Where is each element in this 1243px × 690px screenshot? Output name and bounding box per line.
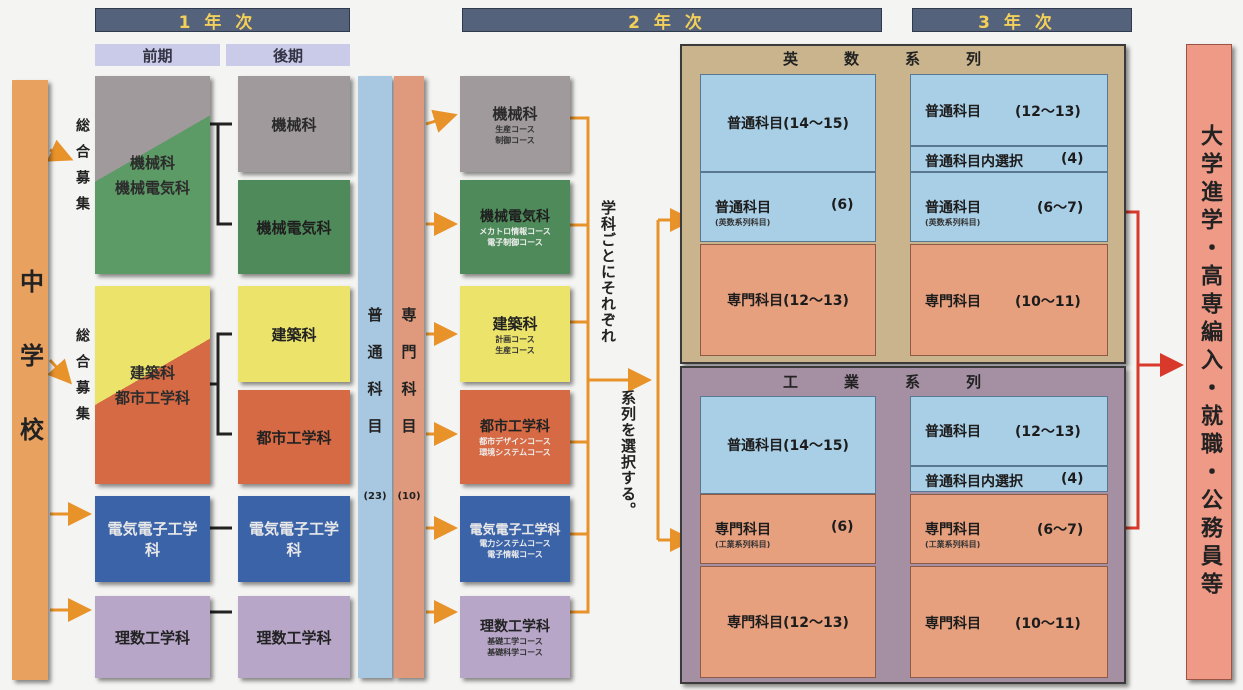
kogyo-y3-general: 普通科目 (12～13) — [910, 396, 1108, 466]
arch-group-box: 建築科 都市工学科 — [95, 286, 210, 484]
special-subject-count: (10) — [397, 490, 421, 502]
civil-box-second: 都市工学科 — [238, 390, 350, 484]
mech-box-second: 機械科 — [238, 76, 350, 172]
term-first-header: 前期 — [95, 44, 220, 66]
choose-text-col1: 学科ごとにそれぞれ — [599, 200, 617, 344]
general-recruit-label-2: 総合募集 — [74, 328, 90, 432]
mech-elec-box-second: 機械電気科 — [238, 180, 350, 274]
y2-dept-elec: 電気電子工学科 電力システムコース電子情報コース — [460, 496, 570, 582]
eisu-y3-elective: 普通科目内選択 (4) — [910, 146, 1108, 172]
y2-dept-mech-elec: 機械電気科 メカトロ情報コース電子制御コース — [460, 180, 570, 274]
outcome-label: 大学進学・高専編入・就職・公務員等 — [1197, 124, 1222, 600]
term-second-header: 後期 — [226, 44, 350, 66]
mech-group-box: 機械科 機械電気科 — [95, 76, 210, 274]
choose-text-col2: 系列を選択する。 — [619, 390, 637, 518]
arch-group-line2: 都市工学科 — [114, 389, 190, 407]
y2-dept-mech: 機械科 生産コース制御コース — [460, 76, 570, 172]
mech-group-line2: 機械電気科 — [114, 179, 190, 197]
general-subject-count: (23) — [363, 490, 387, 502]
special-subject-column: 専門科目 (10) — [394, 76, 424, 678]
y2-dept-civil: 都市工学科 都市デザインコース環境システムコース — [460, 390, 570, 484]
arch-group-line1: 建築科 — [129, 364, 175, 382]
year1-header: 1年次 — [95, 8, 350, 33]
elec-box-second: 電気電子工学科 — [238, 496, 350, 582]
eisu-series-title: 英数系列 — [782, 49, 1027, 68]
general-subject-label: 普通科目 — [365, 307, 384, 455]
mech-group-line1: 機械科 — [129, 154, 175, 172]
special-subject-label: 専門科目 — [399, 307, 418, 455]
kogyo-y3-series-subject: 専門科目 (6～7) (工業系列科目) — [910, 494, 1108, 564]
eisu-y2-general: 普通科目(14～15) — [700, 74, 876, 172]
kogyo-y2-series-subject: 専門科目 (6) (工業系列科目) — [700, 494, 876, 564]
eisu-y2-series-subject: 普通科目 (6) (英数系列科目) — [700, 172, 876, 242]
arch-box-second: 建築科 — [238, 286, 350, 382]
junior-high-label: 中学校 — [15, 269, 44, 491]
eisu-y3-series-subject: 普通科目 (6～7) (英数系列科目) — [910, 172, 1108, 242]
outcome-bar: 大学進学・高専編入・就職・公務員等 — [1186, 44, 1232, 680]
junior-high-bar: 中学校 — [12, 80, 48, 680]
kogyo-y2-general: 普通科目(14～15) — [700, 396, 876, 494]
math-box-second: 理数工学科 — [238, 596, 350, 678]
eisu-y3-special: 専門科目 (10～11) — [910, 244, 1108, 356]
year3-header: 3年次 — [912, 8, 1132, 33]
year2-header: 2年次 — [462, 8, 882, 33]
general-subject-column: 普通科目 (23) — [358, 76, 392, 678]
y2-dept-math: 理数工学科 基礎工学コース基礎科学コース — [460, 596, 570, 678]
eisu-y2-special: 専門科目(12～13) — [700, 244, 876, 356]
y2-dept-arch: 建築科 計画コース生産コース — [460, 286, 570, 382]
kogyo-y3-elective: 普通科目内選択 (4) — [910, 466, 1108, 492]
kogyo-y3-special: 専門科目 (10～11) — [910, 566, 1108, 678]
elec-box-first: 電気電子工学科 — [95, 496, 210, 582]
math-box-first: 理数工学科 — [95, 596, 210, 678]
general-recruit-label-1: 総合募集 — [74, 118, 90, 222]
kogyo-y2-special: 専門科目(12～13) — [700, 566, 876, 678]
kogyo-series-title: 工業系列 — [782, 372, 1027, 391]
eisu-y3-general: 普通科目 (12～13) — [910, 74, 1108, 146]
